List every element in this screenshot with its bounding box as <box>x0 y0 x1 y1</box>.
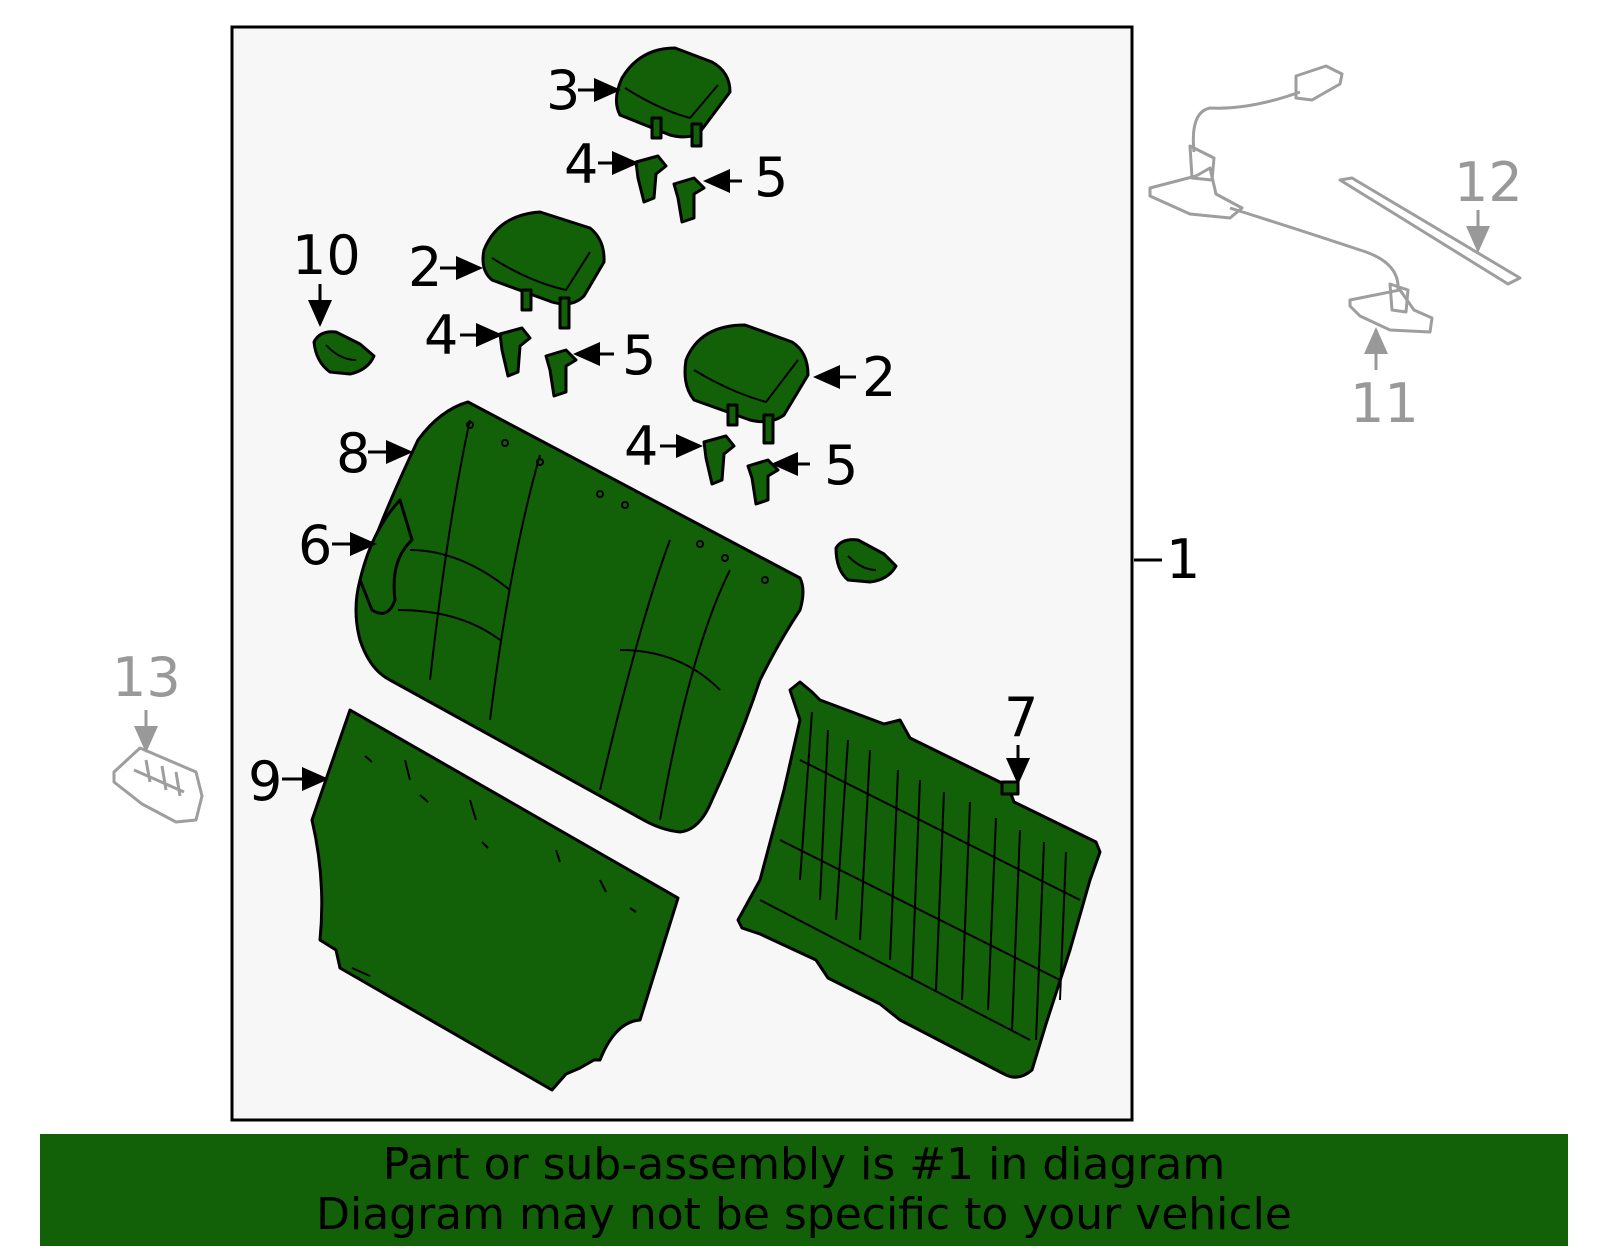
seat-back-frame-7[interactable] <box>736 680 1102 1079</box>
callout-10: 10 <box>292 224 361 287</box>
headrest-left[interactable] <box>481 210 606 330</box>
callout-2-left: 2 <box>408 236 442 299</box>
callout-7: 7 <box>1004 686 1038 749</box>
callout-9: 9 <box>248 750 282 813</box>
leader-lines <box>134 78 1490 791</box>
callout-2-right: 2 <box>862 346 896 409</box>
headrest-right[interactable] <box>683 323 810 445</box>
callout-4-right: 4 <box>624 415 658 478</box>
strip-12[interactable] <box>1338 176 1522 286</box>
hinge-cover-10[interactable] <box>312 330 376 376</box>
headrest-guide-5-top[interactable] <box>672 176 706 224</box>
cable-latch-11[interactable] <box>1148 64 1434 334</box>
headrest-guide-4-top[interactable] <box>634 154 668 204</box>
callout-4-top: 4 <box>564 133 598 196</box>
callout-5-top: 5 <box>754 146 788 209</box>
bracket-13[interactable] <box>112 746 204 824</box>
disclaimer-banner: Part or sub-assembly is #1 in diagram Di… <box>40 1134 1568 1246</box>
callout-5-left: 5 <box>622 324 656 387</box>
headrest-center[interactable] <box>615 46 732 148</box>
hinge-cover-right[interactable] <box>834 538 898 584</box>
headrest-guide-4-right[interactable] <box>702 434 736 486</box>
banner-line-2: Diagram may not be specific to your vehi… <box>316 1189 1292 1240</box>
callout-3: 3 <box>546 59 580 122</box>
callout-1: 1 <box>1166 528 1200 591</box>
callout-6: 6 <box>298 514 332 577</box>
callout-5-right: 5 <box>824 434 858 497</box>
callout-13: 13 <box>112 646 181 709</box>
headrest-guide-5-right[interactable] <box>746 458 780 506</box>
banner-line-1: Part or sub-assembly is #1 in diagram <box>382 1139 1226 1190</box>
callout-12: 12 <box>1454 151 1523 214</box>
callout-8: 8 <box>336 422 370 485</box>
seat-back-cover-8[interactable] <box>354 400 805 834</box>
headrest-guide-5-left[interactable] <box>544 348 578 398</box>
callout-11: 11 <box>1350 372 1419 435</box>
back-board-9[interactable] <box>310 708 680 1092</box>
callout-4-left: 4 <box>424 304 458 367</box>
headrest-guide-4-left[interactable] <box>498 326 532 378</box>
